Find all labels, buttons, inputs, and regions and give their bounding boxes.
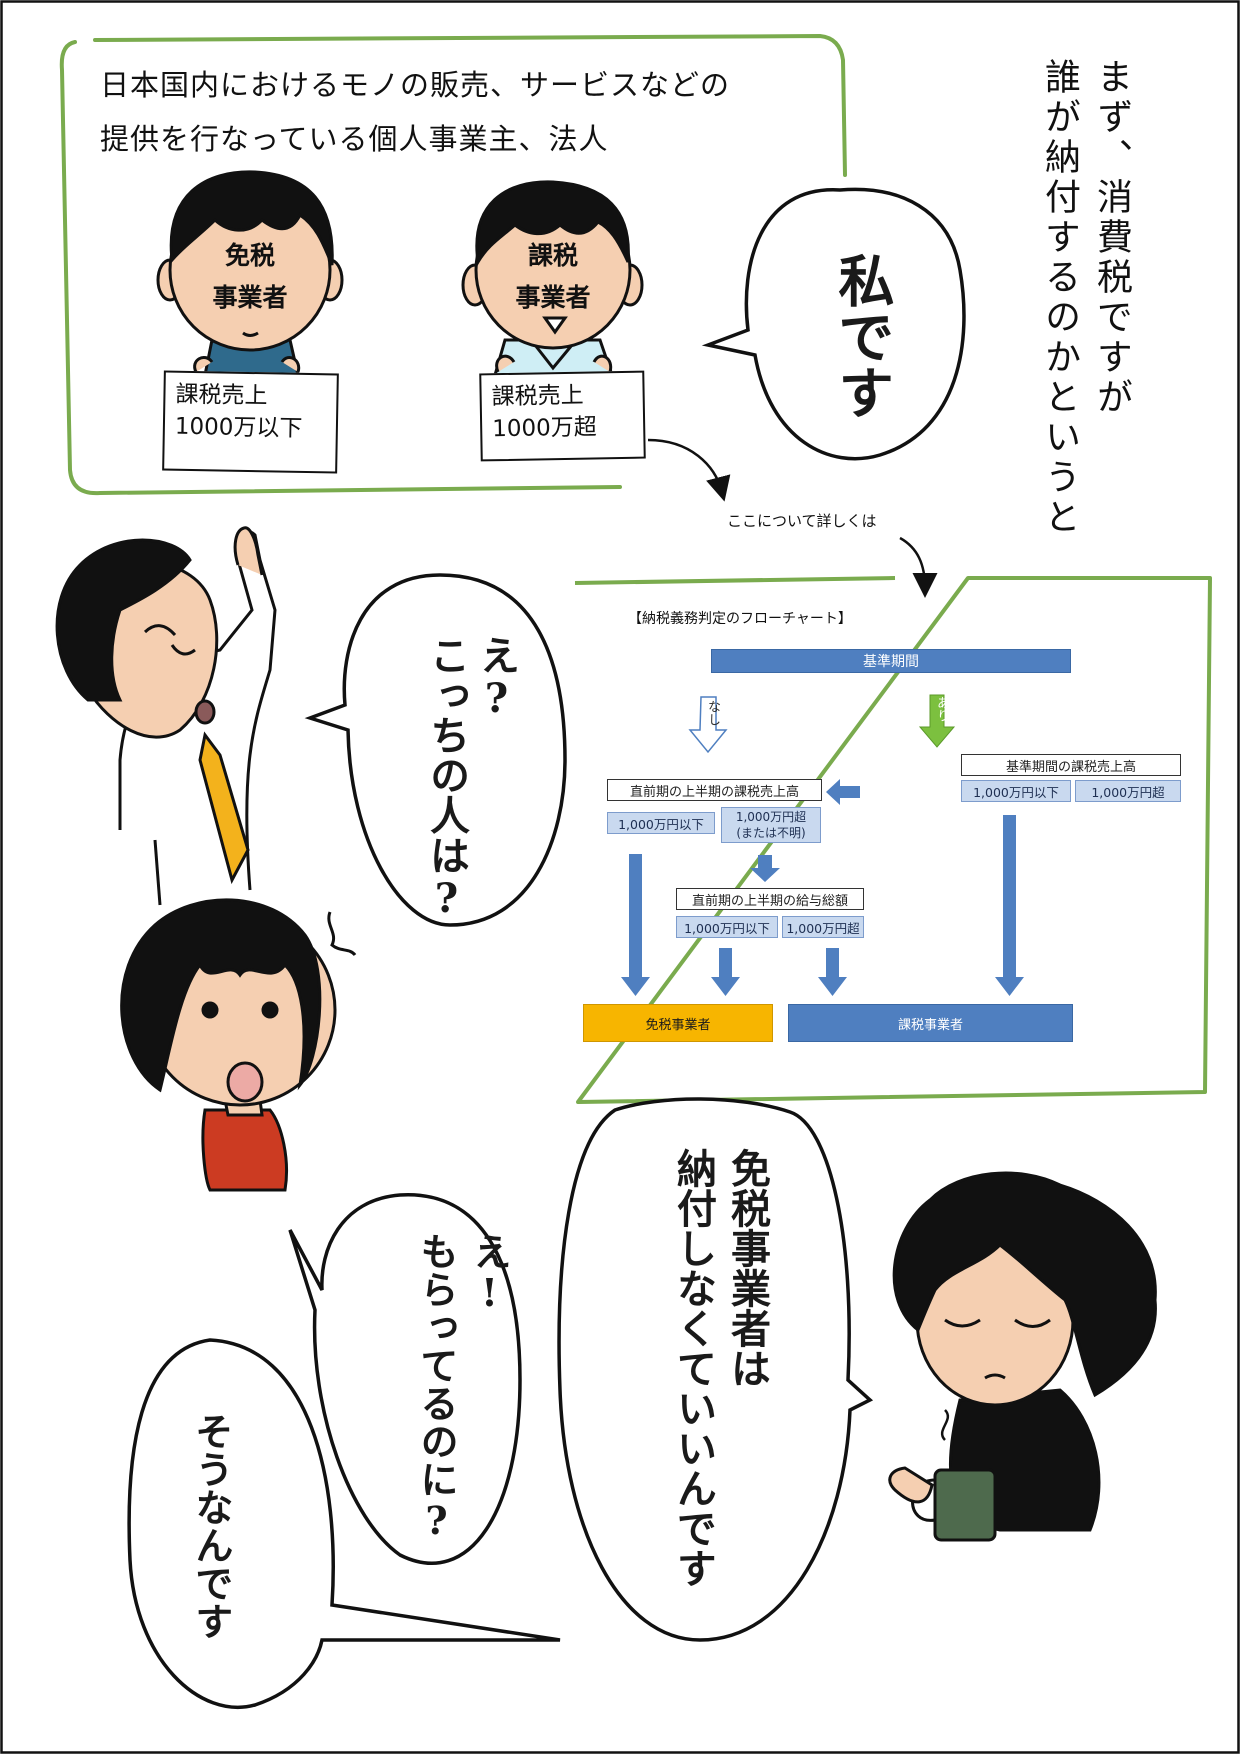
base-over-box: 1,000万円超: [1075, 780, 1181, 802]
exempt-sign-line-2: 1000万以下: [174, 413, 303, 442]
intro-line-2: 提供を行なっている個人事業主、法人: [100, 122, 609, 156]
prior-over-line-2: (または不明): [736, 826, 806, 840]
exempt-face-label: 免税 事業者: [190, 235, 310, 319]
prior-over-box: 1,000万円超 (または不明): [721, 807, 821, 843]
speech-bubble-confirm: [127, 1338, 561, 1709]
pointing-man: [55, 526, 277, 906]
speech-bubble-question: [304, 573, 567, 927]
surprised-woman: [120, 898, 357, 1192]
speech-bubble-watashi: [701, 187, 966, 461]
arrow-yes-label: あり: [934, 696, 949, 722]
flowchart-arrows: [621, 694, 1024, 996]
arrow-to-note: [647, 438, 731, 502]
arrow-prior-under: [621, 854, 650, 996]
answer-text-2: 納付しなくていいんです: [670, 1148, 717, 1588]
arrow-payroll-under: [711, 948, 740, 996]
taxable-face-line-2: 事業者: [515, 283, 591, 312]
arrow-left: [826, 779, 860, 805]
question-text-2: こっちの人は?: [423, 635, 470, 922]
confirm-text: そうなんです: [189, 1412, 234, 1640]
taxable-face-line-1: 課税: [527, 241, 578, 270]
watashi-text: 私です: [829, 252, 895, 420]
prior-over-line-1: 1,000万円超: [735, 810, 807, 824]
arrow-no-label: なし: [705, 700, 720, 726]
base-under-box: 1,000万円以下: [961, 780, 1071, 802]
base-period-box: 基準期間: [711, 649, 1071, 673]
flowchart-title: 【納税義務判定のフローチャート】: [628, 611, 852, 627]
prior-half-sales-box: 直前期の上半期の課税売上高: [607, 779, 822, 801]
question-text-1: え?: [473, 635, 520, 722]
arrow-to-chart: [899, 536, 938, 598]
arrow-prior-over: [750, 855, 780, 882]
taxable-sign: 課税売上 1000万超: [479, 370, 646, 462]
vertical-narration-1: まず、消費税ですが: [1091, 58, 1132, 418]
intro-line-1: 日本国内におけるモノの販売、サービスなどの: [100, 68, 731, 102]
taxable-character: [461, 180, 644, 377]
speech-bubble-answer: [557, 1097, 874, 1642]
taxable-sign-line-1: 課税売上: [491, 382, 584, 411]
result-exempt-box: 免税事業者: [583, 1004, 773, 1042]
exempt-sign: 課税売上 1000万以下: [162, 370, 339, 474]
payroll-under-box: 1,000万円以下: [676, 916, 778, 938]
payroll-over-box: 1,000万円超: [782, 916, 864, 938]
arrow-payroll-over: [818, 948, 847, 996]
arrow-no: [688, 696, 728, 754]
surprise-text-2: もらってるのに?: [414, 1232, 459, 1543]
arrow-base-over: [995, 815, 1024, 996]
result-taxable-box: 課税事業者: [788, 1004, 1073, 1042]
base-sales-box: 基準期間の課税売上高: [961, 754, 1181, 776]
speech-bubble-surprise: [288, 1193, 522, 1565]
taxable-sign-line-2: 1000万超: [491, 414, 597, 443]
surprise-text-1: え!: [467, 1232, 512, 1315]
exempt-sign-line-1: 課税売上: [175, 381, 268, 410]
woman-with-mug: [888, 1171, 1157, 1542]
payroll-box: 直前期の上半期の給与総額: [676, 888, 864, 910]
taxable-face-label: 課税 事業者: [493, 235, 613, 319]
exempt-face-line-2: 事業者: [212, 283, 288, 312]
arrow-yes: [918, 694, 956, 748]
detail-note: ここについて詳しくは: [727, 512, 877, 530]
exempt-face-line-1: 免税: [224, 241, 275, 270]
tax-flowchart: 【納税義務判定のフローチャート】 基準期間 なし あり 基準期間の課税売上高 1…: [578, 582, 1206, 1100]
answer-text-1: 免税事業者は: [724, 1148, 771, 1388]
exempt-character: [156, 170, 344, 377]
vertical-narration-2: 誰が納付するのかというと: [1039, 58, 1080, 538]
prior-under-box: 1,000万円以下: [607, 812, 715, 834]
